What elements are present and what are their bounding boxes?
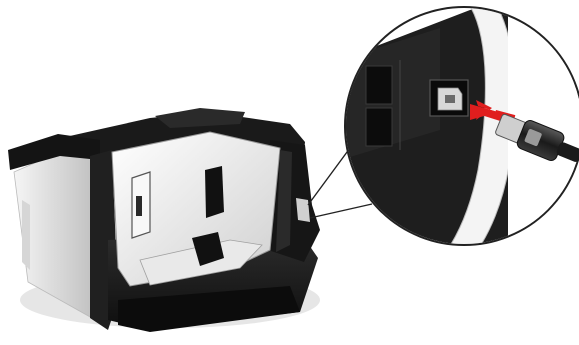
closeup-slot-top: [366, 66, 392, 104]
usb-port-pins: [445, 95, 455, 103]
rear-usb-location: [296, 198, 310, 222]
callout-leader-top: [308, 148, 350, 205]
closeup-slot-bottom: [366, 108, 392, 146]
rear-panel-recess: [205, 166, 224, 218]
usb-port-closeup: [340, 0, 579, 260]
callout-leader-bottom: [310, 204, 372, 218]
printer-icon: [8, 108, 320, 332]
rear-port-slot: [136, 196, 142, 216]
printer-side-grip: [22, 200, 30, 270]
